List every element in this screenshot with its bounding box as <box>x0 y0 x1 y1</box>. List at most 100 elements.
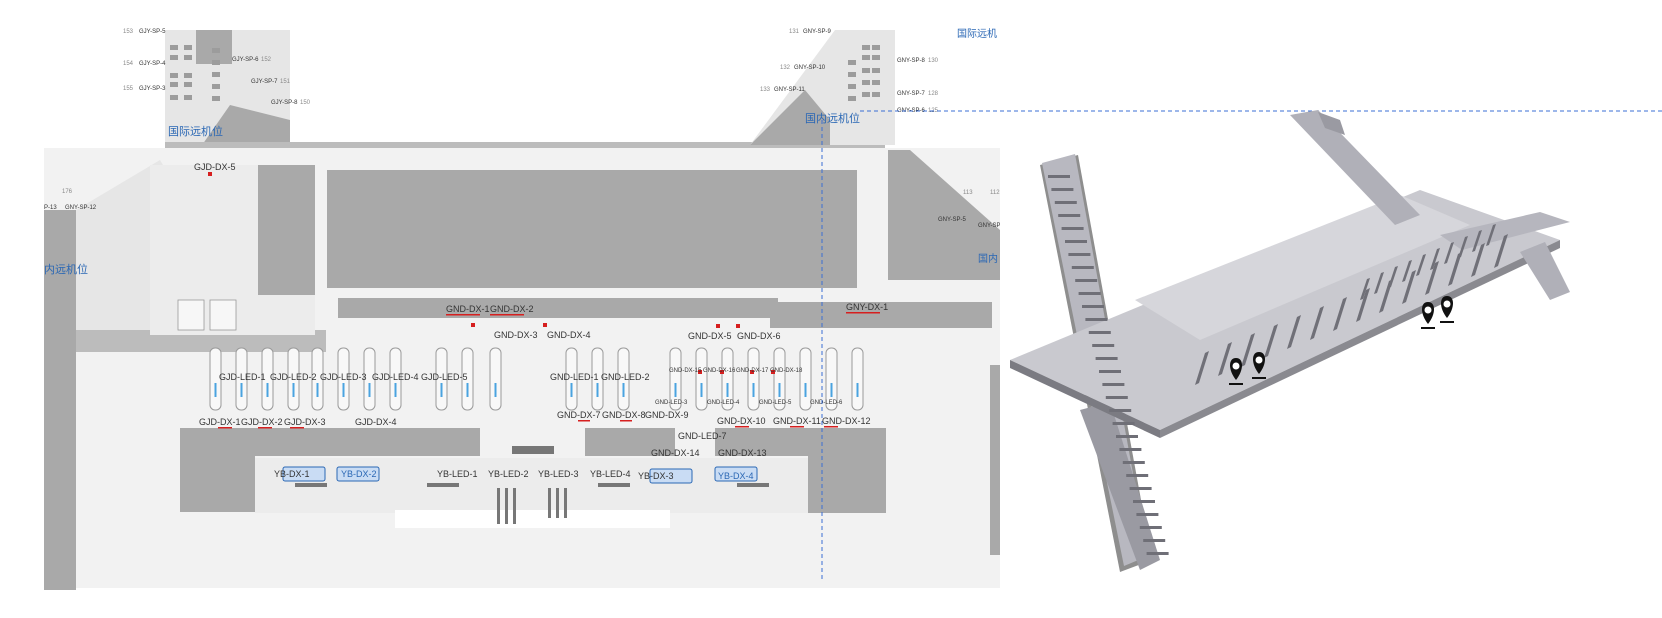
model-gate-hatch <box>1416 254 1426 276</box>
pier-band-right <box>770 302 992 328</box>
checkin-lane <box>825 347 838 411</box>
dx-label: GND-DX-10 <box>717 416 766 426</box>
stand-code: GNY-SP-8 <box>897 58 925 64</box>
checkin-lane <box>773 347 786 411</box>
led-label: GND-LED-3 <box>655 400 688 406</box>
location-pin-icon[interactable] <box>1252 352 1266 379</box>
zone-intl-remote: 国际远机位 <box>168 124 223 138</box>
model-main-edge2 <box>1160 240 1560 438</box>
model-arm-texture <box>1088 331 1111 334</box>
led-strip <box>342 383 345 397</box>
stand-number: 150 <box>300 100 311 106</box>
stand-block <box>212 84 220 89</box>
location-pin-icon[interactable] <box>1229 358 1243 385</box>
dx-label: GND-DX-18 <box>770 368 803 374</box>
model-main-edge <box>1010 360 1160 438</box>
checkin-lane <box>337 347 350 411</box>
marker-underline <box>824 426 838 428</box>
model-gate-hatch <box>1310 306 1324 340</box>
yb-label: YB-DX-2 <box>341 469 377 479</box>
model-arm-texture <box>1146 552 1169 555</box>
checkin-lane <box>235 347 248 411</box>
model-gate-hatch <box>1374 272 1384 294</box>
dx-label: GND-DX-5 <box>688 331 732 341</box>
stand-block <box>872 68 880 73</box>
model-north-pier <box>1290 110 1420 225</box>
stand-block <box>184 55 192 60</box>
led-strip <box>596 383 599 397</box>
checkin-lanes <box>209 347 864 411</box>
stand-code: GJY-SP-7 <box>251 79 278 85</box>
stand-code: GNY-SP-9 <box>803 29 831 35</box>
location-pin-icon[interactable] <box>1421 302 1435 329</box>
floor-model-3d[interactable] <box>1010 110 1570 572</box>
model-arm-texture <box>1075 279 1098 282</box>
central-building <box>327 170 857 288</box>
map-pins[interactable] <box>1229 296 1454 385</box>
model-gate-hatch <box>1402 260 1412 282</box>
led-strip <box>856 383 859 397</box>
marker-underline <box>218 427 232 429</box>
model-arm-texture <box>1092 344 1115 347</box>
led-strip <box>240 383 243 397</box>
dx-label: GND-DX-1 <box>446 304 490 314</box>
stand-code: P-13 <box>44 205 57 211</box>
zone-dom-remote-left: 内远机位 <box>44 262 88 276</box>
dx-label: GND-DX-15 <box>669 368 702 374</box>
model-gate-hatch <box>1356 288 1370 322</box>
yb-label: YB-DX-3 <box>638 471 674 481</box>
stand-block <box>848 96 856 101</box>
marker-underline <box>290 427 304 429</box>
model-gate-hatch <box>1241 333 1255 367</box>
model-arm-texture <box>1082 305 1104 308</box>
checkin-lane <box>851 347 864 411</box>
model-gate-hatch <box>1458 236 1468 258</box>
gate-band-west <box>180 456 255 512</box>
dx-label: GJD-DX-5 <box>194 162 236 172</box>
model-arm-texture <box>1122 461 1145 464</box>
model-east-pier <box>1440 212 1570 250</box>
led-label: GJD-LED-2 <box>270 372 317 382</box>
model-north-pier2 <box>1318 112 1345 135</box>
location-pin-icon[interactable] <box>1440 296 1454 323</box>
model-arm-texture <box>1119 448 1142 451</box>
stand-block <box>872 92 880 97</box>
led-label: GND-LED-4 <box>707 400 740 406</box>
yb-boxes <box>282 466 758 484</box>
yb-label: YB-DX-1 <box>274 469 310 479</box>
model-gate-hatch <box>1195 351 1209 385</box>
escalators <box>295 446 769 524</box>
left-cross <box>76 330 326 352</box>
led-strip <box>804 383 807 397</box>
model-arm-texture <box>1105 396 1128 399</box>
led-strip <box>494 383 497 397</box>
model-arm-texture <box>1058 214 1081 217</box>
stand-number: 153 <box>123 29 134 35</box>
checkin-lane <box>261 347 274 411</box>
dx-label: GND-DX-12 <box>822 416 871 426</box>
model-gate-hatch <box>1430 248 1440 270</box>
yb-label: YB-LED-1 <box>437 469 478 479</box>
dx-label: GND-DX-9 <box>645 410 689 420</box>
stand-block <box>184 45 192 50</box>
led-strip <box>368 383 371 397</box>
stand-block <box>862 55 870 60</box>
checkin-lane <box>363 347 376 411</box>
model-east-pier2 <box>1520 242 1570 300</box>
stand-block <box>848 72 856 77</box>
led-strip <box>622 383 625 397</box>
stand-block <box>862 80 870 85</box>
dx-label: GJD-DX-4 <box>355 417 397 427</box>
stand-number: 113 <box>963 190 973 196</box>
stand-number: 112 <box>990 190 1000 196</box>
marker-underline <box>735 426 749 428</box>
model-gate-hatch <box>1360 278 1370 300</box>
marker-underline <box>790 426 804 428</box>
dx-label: GND-DX-7 <box>557 410 601 420</box>
dx-label: GND-DX-3 <box>494 330 538 340</box>
led-label: GJD-LED-1 <box>219 372 266 382</box>
stand-number: 152 <box>261 57 272 63</box>
marker-underline <box>490 314 524 316</box>
